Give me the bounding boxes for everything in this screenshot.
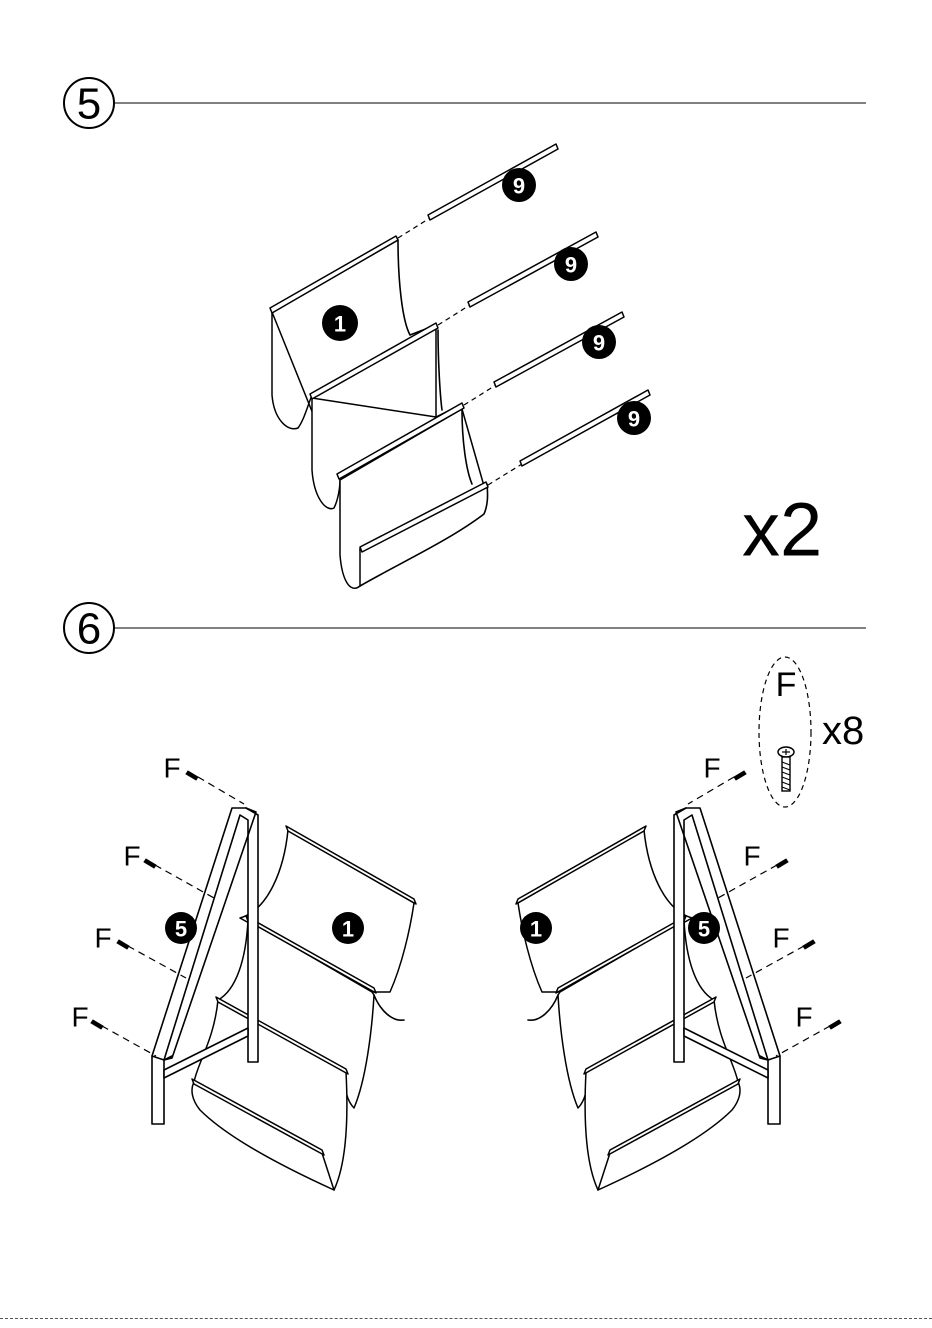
right-screw-label-4: F bbox=[795, 1002, 812, 1033]
right-screw-icon-4 bbox=[829, 1020, 841, 1029]
step-5: 5 bbox=[64, 78, 866, 588]
svg-text:1: 1 bbox=[334, 312, 346, 337]
right-part-badge-1: 1 bbox=[530, 917, 542, 942]
svg-text:9: 9 bbox=[513, 174, 525, 199]
right-screw-icon-1 bbox=[734, 771, 746, 780]
step-5-multiplier: x2 bbox=[742, 488, 822, 573]
right-part-badge-5: 5 bbox=[698, 917, 710, 942]
sling-back-seam-2 bbox=[438, 330, 442, 410]
sleeve-1 bbox=[270, 236, 398, 313]
part-badge-1: 1 bbox=[322, 305, 358, 341]
left-screw-icon-2 bbox=[144, 859, 156, 868]
left-screw-icon-1 bbox=[186, 771, 198, 780]
svg-text:9: 9 bbox=[565, 253, 577, 278]
left-guide-4 bbox=[102, 1026, 156, 1056]
page-bottom-rule bbox=[0, 1318, 932, 1319]
left-cloth-fold bbox=[374, 995, 404, 1020]
rod-1 bbox=[428, 144, 558, 220]
right-screw-label-1: F bbox=[703, 753, 720, 784]
hardware-label: F bbox=[776, 666, 797, 704]
right-screw-label-2: F bbox=[743, 841, 760, 872]
right-screw-icon-2 bbox=[776, 859, 788, 868]
left-screw-icon-3 bbox=[117, 940, 129, 949]
svg-text:9: 9 bbox=[593, 331, 605, 356]
left-guide-1 bbox=[198, 777, 244, 804]
right-screw-label-3: F bbox=[772, 923, 789, 954]
step-6-header: 6 bbox=[64, 603, 866, 654]
step-5-header: 5 bbox=[64, 78, 866, 129]
left-part-badge-5: 5 bbox=[165, 912, 197, 944]
part-badge-9d: 9 bbox=[617, 401, 651, 435]
hardware-quantity: x8 bbox=[822, 709, 864, 753]
guide-line-4 bbox=[488, 464, 522, 485]
left-assembly: F F F F 1 5 bbox=[71, 753, 416, 1191]
guide-line-3 bbox=[464, 385, 496, 405]
hardware-callout: F x8 bbox=[759, 657, 864, 807]
guide-line-2 bbox=[438, 305, 470, 325]
svg-text:5: 5 bbox=[175, 917, 187, 942]
step-6-number: 6 bbox=[77, 605, 101, 654]
svg-text:1: 1 bbox=[342, 917, 354, 942]
step-5-number: 5 bbox=[77, 80, 101, 129]
left-screw-icon-4 bbox=[91, 1020, 103, 1029]
part-badge-9b: 9 bbox=[554, 247, 588, 281]
left-guide-3 bbox=[128, 946, 186, 978]
right-assembly bbox=[516, 771, 841, 1190]
step-6: 6 F x8 bbox=[64, 603, 866, 1190]
left-screw-label-1: F bbox=[163, 753, 180, 784]
left-part-badge-1: 1 bbox=[332, 912, 364, 944]
right-screw-icon-3 bbox=[803, 940, 815, 949]
guide-line-1 bbox=[398, 218, 430, 238]
left-screw-label-2: F bbox=[123, 841, 140, 872]
left-screw-label-4: F bbox=[71, 1002, 88, 1033]
right-cloth-fold bbox=[528, 995, 558, 1020]
part-badge-9c: 9 bbox=[582, 325, 616, 359]
svg-text:9: 9 bbox=[628, 407, 640, 432]
part-badge-9a: 9 bbox=[502, 168, 536, 202]
left-screw-label-3: F bbox=[94, 923, 111, 954]
screw-icon bbox=[778, 747, 794, 791]
